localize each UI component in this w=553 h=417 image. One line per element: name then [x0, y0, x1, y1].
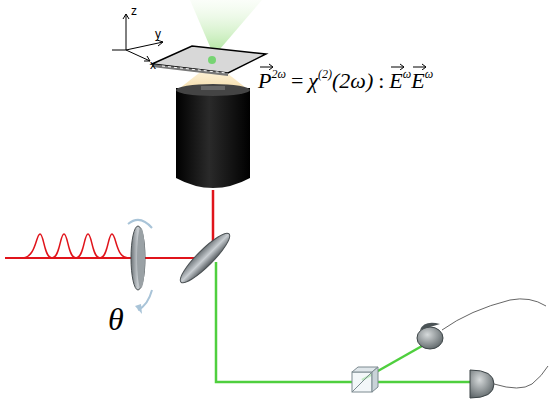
- equation-superscript: 2ω: [271, 67, 285, 82]
- axis-label: z: [131, 5, 137, 17]
- equation-symbol: χ: [308, 68, 318, 94]
- equation-operator: :: [378, 68, 384, 94]
- equation: P2ω=χ(2)(2ω):EωEω: [258, 68, 433, 94]
- angle-symbol: θ: [108, 303, 124, 335]
- equation-symbol: P: [258, 68, 271, 94]
- equation-superscript: ω: [403, 67, 411, 82]
- axis-label: x: [150, 59, 156, 71]
- equation-superscript: ω: [425, 67, 433, 82]
- equation-operator: =: [291, 68, 303, 94]
- equation-superscript: (2): [318, 67, 332, 82]
- equation-symbol: E: [411, 68, 424, 94]
- axis-label: y: [155, 28, 161, 40]
- equation-symbol: (2ω): [332, 68, 373, 94]
- equation-symbol: E: [389, 68, 402, 94]
